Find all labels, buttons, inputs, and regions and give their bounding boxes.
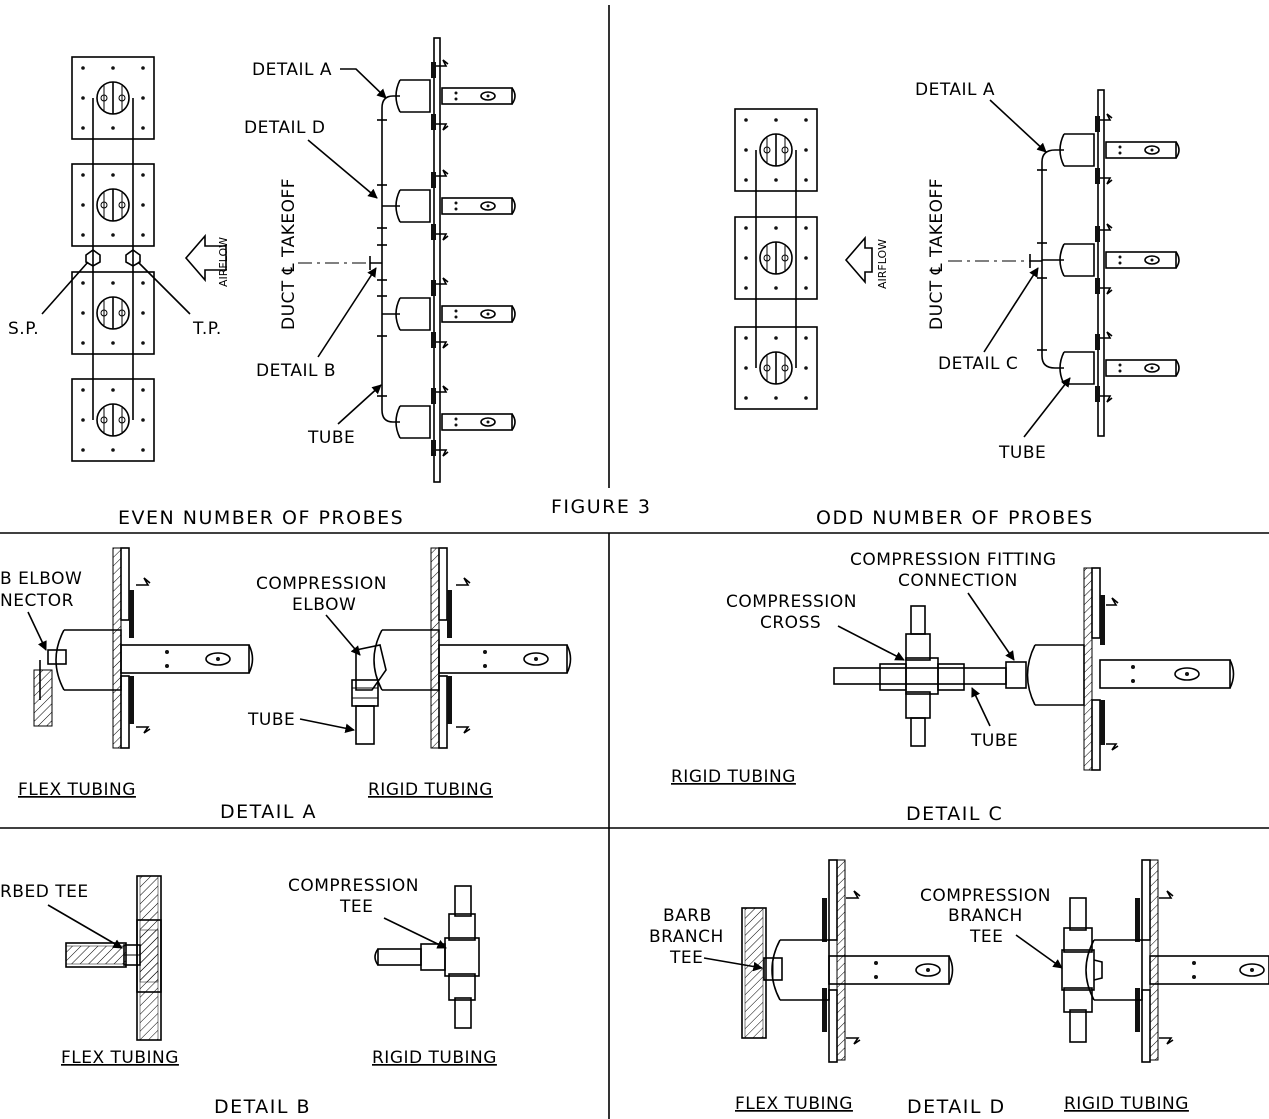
odd-tube-label: TUBE: [998, 443, 1046, 463]
even-duct-wall: [433, 37, 441, 483]
detail-c-tube: TUBE: [970, 731, 1018, 751]
even-detail-a-label: DETAIL A: [252, 60, 332, 80]
even-detail-b-label: DETAIL B: [256, 361, 336, 381]
sp-fitting: [85, 249, 101, 267]
tp-fitting: [125, 249, 141, 267]
detail-d-rigid-drawing: [1061, 859, 1269, 1063]
detail-c-rigid-label: RIGID TUBING: [671, 767, 796, 787]
detail-a-flex-label: FLEX TUBING: [18, 780, 136, 800]
even-detail-d-label: DETAIL D: [244, 118, 326, 138]
detail-b-rigid-label: RIGID TUBING: [372, 1048, 497, 1068]
detail-d-rigid-label: RIGID TUBING: [1064, 1094, 1189, 1114]
detail-a-title: DETAIL A: [220, 801, 317, 823]
detail-d-comp-2: BRANCH: [948, 906, 1023, 926]
figure-title: FIGURE 3: [551, 496, 652, 518]
detail-c-cross-2: CROSS: [760, 613, 821, 633]
tp-label: T.P.: [192, 319, 222, 339]
odd-tubing: [1041, 149, 1064, 369]
odd-duct-takeoff: DUCT ℄ TAKEOFF: [927, 178, 947, 330]
odd-detail-c-label: DETAIL C: [938, 354, 1018, 374]
even-caption: EVEN NUMBER OF PROBES: [118, 507, 404, 529]
detail-a-rigid-label: RIGID TUBING: [368, 780, 493, 800]
even-tubing: [381, 95, 400, 423]
detail-d-barb-1: BARB: [663, 906, 712, 926]
odd-probes: [1059, 113, 1180, 403]
detail-b-compression-2: TEE: [339, 897, 373, 917]
detail-d-comp-1: COMPRESSION: [920, 886, 1051, 906]
airflow-arrow-right: [844, 235, 873, 285]
even-tube-label: TUBE: [307, 428, 355, 448]
detail-b-flex-label: FLEX TUBING: [61, 1048, 179, 1068]
detail-c-fitting-2: CONNECTION: [898, 571, 1018, 591]
detail-a-tube: TUBE: [247, 710, 295, 730]
detail-a-compression-2: ELBOW: [292, 595, 356, 615]
detail-b-rigid-drawing: [374, 885, 480, 1029]
detail-b-title: DETAIL B: [214, 1096, 311, 1118]
odd-duct-wall: [1097, 89, 1105, 437]
detail-a-rigid-drawing: [351, 547, 572, 749]
detail-c-fitting-1: COMPRESSION FITTING: [850, 550, 1057, 570]
detail-c-cross-1: COMPRESSION: [726, 592, 857, 612]
detail-a-barb-elbow-2: NECTOR: [0, 591, 74, 611]
detail-c-title: DETAIL C: [906, 803, 1003, 825]
detail-d-comp-3: TEE: [969, 927, 1003, 947]
even-front-view: [41, 56, 191, 462]
airflow-label-right: AIRFLOW: [876, 239, 889, 289]
odd-caption: ODD NUMBER OF PROBES: [816, 507, 1094, 529]
detail-c-drawing: [833, 567, 1235, 771]
odd-front-view: [734, 108, 818, 410]
airflow-label-left: AIRFLOW: [217, 237, 230, 287]
even-probes: [395, 59, 516, 457]
detail-d-barb-2: BRANCH: [649, 927, 724, 947]
detail-a-flex-drawing: [33, 547, 254, 749]
detail-a-compression-1: COMPRESSION: [256, 574, 387, 594]
sp-label: S.P.: [8, 319, 39, 339]
detail-d-barb-3: TEE: [669, 948, 703, 968]
detail-b-flex-drawing: [65, 875, 162, 1041]
detail-d-flex-drawing: [741, 859, 954, 1063]
detail-a-barb-elbow-1: B ELBOW: [0, 569, 82, 589]
detail-d-flex-label: FLEX TUBING: [735, 1094, 853, 1114]
odd-detail-a-label: DETAIL A: [915, 80, 995, 100]
even-duct-takeoff: DUCT ℄ TAKEOFF: [279, 178, 299, 330]
detail-b-barbed-tee: RBED TEE: [0, 882, 89, 902]
detail-b-compression-1: COMPRESSION: [288, 876, 419, 896]
airflow-arrow-left: [184, 233, 227, 283]
detail-d-title: DETAIL D: [907, 1096, 1006, 1118]
